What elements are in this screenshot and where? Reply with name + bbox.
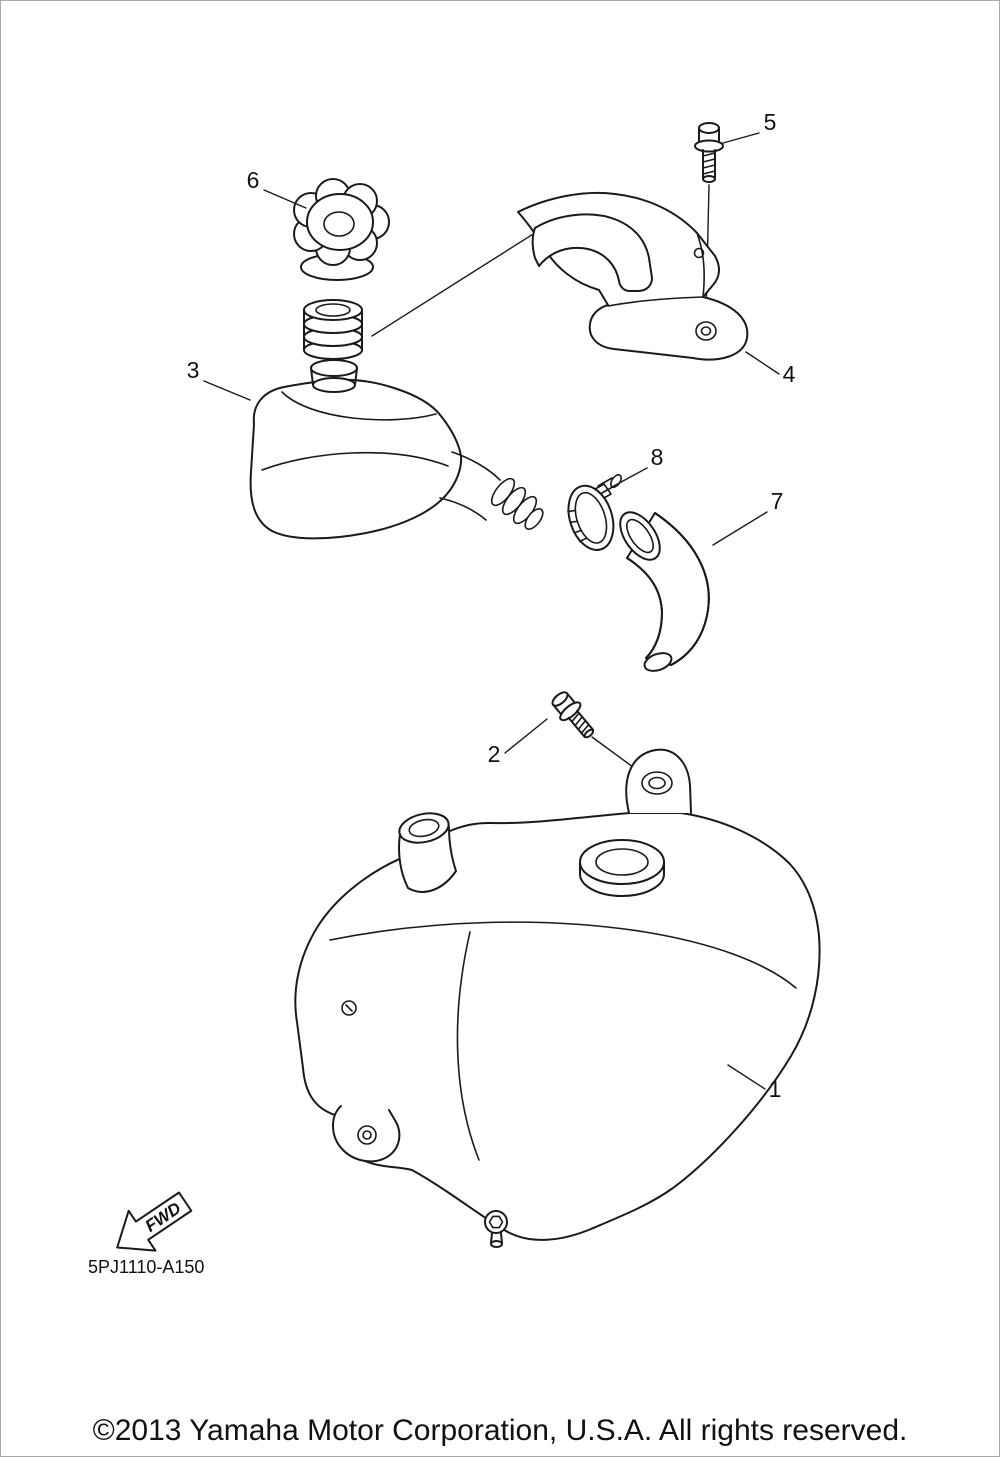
callout-3: 3 <box>187 357 200 383</box>
part-hose-clamp <box>567 474 622 551</box>
callout-2: 2 <box>488 741 501 767</box>
part-elbow-hose <box>619 511 710 672</box>
filler-neck <box>303 299 363 393</box>
callout-1: 1 <box>769 1076 782 1102</box>
callout-leader-lines <box>203 132 780 1090</box>
callout-5: 5 <box>764 109 777 135</box>
callout-7: 7 <box>771 488 784 514</box>
diagram-code: 5PJ1110-A150 <box>88 1257 204 1277</box>
part-bolt-top <box>694 122 724 183</box>
part-filler-cap <box>293 178 390 281</box>
callout-numbers: 1 2 3 4 5 6 7 8 <box>187 109 796 1102</box>
part-bracket <box>517 191 749 361</box>
callout-4: 4 <box>783 361 796 387</box>
fwd-arrow: FWD <box>116 1191 193 1252</box>
callout-6: 6 <box>247 167 260 193</box>
copyright-text: ©2013 Yamaha Motor Corporation, U.S.A. A… <box>93 1414 908 1447</box>
part-bolt-tank <box>551 691 595 739</box>
callout-8: 8 <box>651 444 664 470</box>
part-reservoir-tank <box>249 299 544 540</box>
part-main-tank <box>294 748 821 1248</box>
